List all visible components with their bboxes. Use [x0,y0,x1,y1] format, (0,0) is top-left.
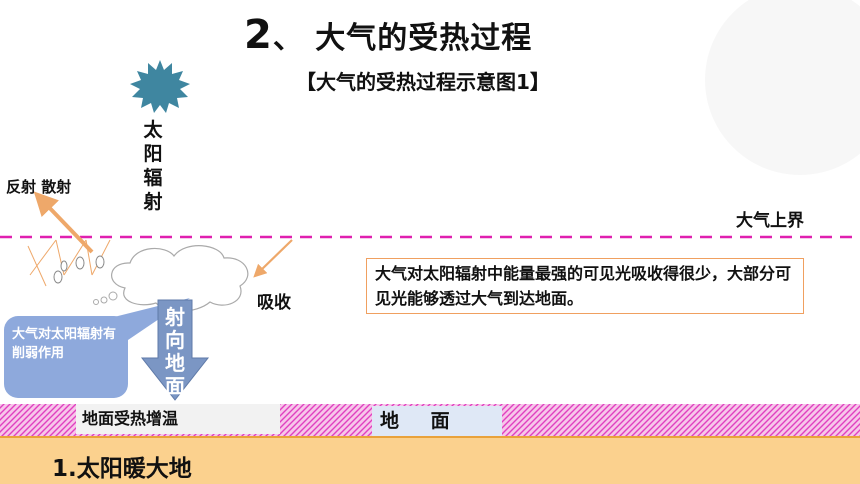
title-text: 、 大气的受热过程 [272,21,533,56]
diagram-subtitle: 【大气的受热过程示意图1】 [296,70,550,94]
ground-warming-label: 地面受热增温 [76,404,280,434]
sun-icon [130,60,190,113]
scatter-particles [53,255,105,284]
ground-label: 地 面 [372,406,502,436]
atmosphere-boundary-label: 大气上界 [736,211,804,231]
bottom-band [0,436,860,484]
absorb-arrow [253,239,293,278]
scatter-arrows [27,239,111,287]
weaken-note: 大气对太阳辐射有削弱作用 [4,316,128,398]
down-arrow [140,299,210,401]
section-label: 1.太阳暖大地 [52,456,192,482]
sun-radiation-label: 太阳辐射 [143,119,163,213]
reflect-scatter-label: 反射 散射 [6,178,72,196]
cloud-bubbles [93,291,118,305]
reflect-arrow [33,191,94,254]
page-title: 2、 大气的受热过程 [244,12,532,58]
absorb-label: 吸收 [257,293,291,313]
title-number: 2 [244,12,273,58]
to-ground-label: 射向地面 [165,305,185,398]
info-textbox: 大气对太阳辐射中能量最强的可见光吸收得很少，大部分可见光能够透过大气到达地面。 [366,258,804,314]
